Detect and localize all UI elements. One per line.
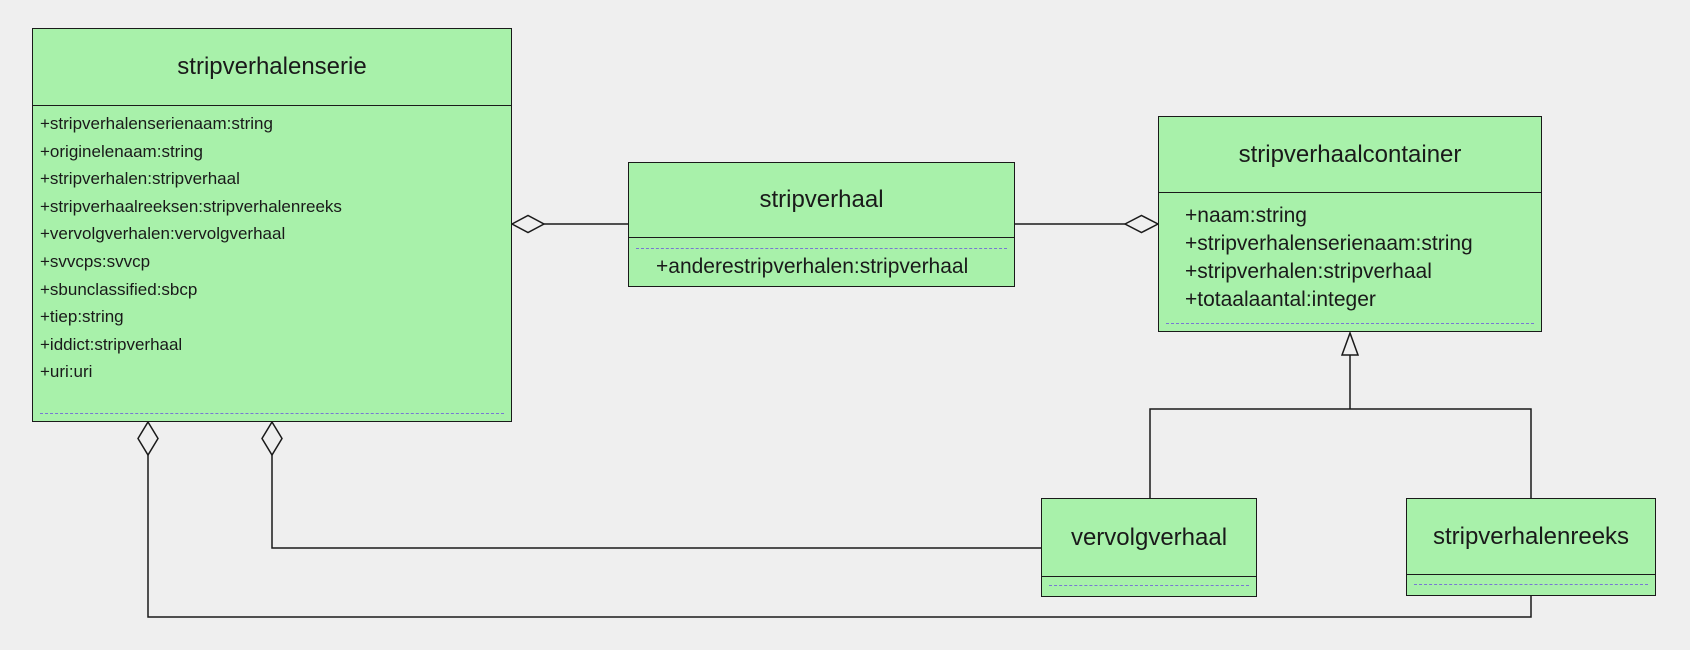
class-title: vervolgverhaal: [1042, 499, 1256, 577]
class-title: stripverhaal: [629, 163, 1014, 238]
aggregation-diamond-serie-bottom-2[interactable]: [261, 420, 283, 457]
operations-separator: [40, 413, 504, 414]
operations-separator: [636, 248, 1007, 249]
attribute: +stripverhalen:stripverhaal: [1185, 260, 1432, 283]
attribute: +naam:string: [1185, 204, 1307, 227]
attribute: +vervolgverhalen:vervolgverhaal: [40, 224, 286, 244]
aggregation-diamond-serie-bottom-1[interactable]: [137, 420, 159, 457]
class-title: stripverhalenreeks: [1407, 499, 1655, 575]
attribute: +iddict:stripverhaal: [40, 334, 183, 354]
attribute: +tiep:string: [40, 307, 124, 327]
attribute: +anderestripverhalen:stripverhaal: [656, 255, 969, 278]
attribute: +stripverhalenserienaam:string: [1185, 232, 1473, 255]
generalization-branch-line[interactable]: [1149, 408, 1532, 498]
operations-separator: [1414, 584, 1648, 585]
attribute: +totaalaantal:integer: [1185, 288, 1376, 311]
operations-separator: [1166, 323, 1534, 324]
class-title: stripverhalenserie: [33, 29, 511, 106]
generalization-triangle[interactable]: [1340, 330, 1360, 356]
class-vervolgverhaal[interactable]: vervolgverhaal: [1041, 498, 1257, 597]
operations-separator: [1049, 585, 1249, 586]
class-stripverhaal[interactable]: stripverhaal +anderestripverhalen:stripv…: [628, 162, 1015, 287]
aggregation-diamond-serie-right[interactable]: [510, 214, 546, 234]
attribute: +stripverhalen:stripverhaal: [40, 169, 240, 189]
attribute: +stripverhaalreeksen:stripverhalenreeks: [40, 196, 342, 216]
aggregation-line-serie-stripverhalenreeks[interactable]: [147, 455, 1532, 618]
class-stripverhalenreeks[interactable]: stripverhalenreeks: [1406, 498, 1656, 596]
aggregation-diamond-container-left[interactable]: [1123, 214, 1160, 234]
attribute: +stripverhalenserienaam:string: [40, 114, 273, 133]
class-stripverhaalcontainer[interactable]: stripverhaalcontainer +naam:string +stri…: [1158, 116, 1542, 332]
class-attributes: +stripverhalenserienaam:string +originel…: [33, 106, 511, 386]
attribute: +uri:uri: [40, 362, 93, 382]
attribute: +originelenaam:string: [40, 141, 204, 161]
attribute: +sbunclassified:sbcp: [40, 279, 198, 299]
attribute: +svvcps:svvcp: [40, 251, 151, 271]
class-title: stripverhaalcontainer: [1159, 117, 1541, 193]
aggregation-line-serie-vervolgverhaal[interactable]: [271, 455, 1041, 549]
class-attributes: +naam:string +stripverhalenserienaam:str…: [1159, 193, 1541, 314]
class-stripverhalenserie[interactable]: stripverhalenserie +stripverhalenseriena…: [32, 28, 512, 422]
